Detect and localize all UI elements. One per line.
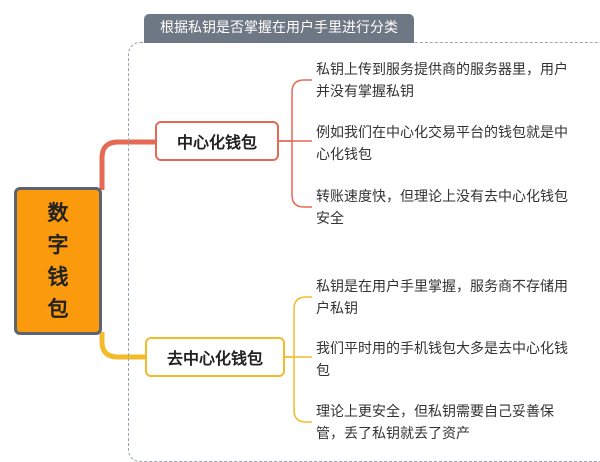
connector-root-to-decentralized bbox=[99, 332, 145, 360]
root-node-digital-wallet[interactable]: 数字钱包 bbox=[14, 187, 102, 335]
connector-lines bbox=[99, 79, 312, 423]
connector-centralized-to-leaf-3 bbox=[291, 141, 312, 208]
classification-group-frame bbox=[128, 42, 600, 462]
connector-decentralized-to-leaf-3 bbox=[293, 357, 312, 423]
leaf-centralized-3[interactable]: 转账速度快，但理论上没有去中心化钱包安全 bbox=[316, 189, 568, 227]
leaf-decentralized-2[interactable]: 我们平时用的手机钱包大多是去中心化钱包 bbox=[316, 341, 568, 379]
root-node-label: 数字钱包 bbox=[47, 201, 69, 321]
connector-root-to-centralized bbox=[99, 139, 155, 190]
leaf-decentralized-3[interactable]: 理论上更安全，但私钥需要自己妥善保管，丢了私钥就丢了资产 bbox=[316, 404, 554, 442]
leaf-decentralized-1[interactable]: 私钥是在用户手里掌握，服务商不存储用户私钥 bbox=[316, 279, 568, 317]
leaf-centralized-2[interactable]: 例如我们在中心化交易平台的钱包就是中心化钱包 bbox=[316, 125, 568, 163]
leaf-centralized-1[interactable]: 私钥上传到服务提供商的服务器里，用户并没有掌握私钥 bbox=[316, 62, 568, 100]
classification-group-title: 根据私钥是否掌握在用户手里进行分类 bbox=[144, 14, 414, 43]
branch-node-centralized-wallet[interactable]: 中心化钱包 bbox=[155, 121, 279, 161]
connector-centralized-to-leaf-1 bbox=[279, 79, 312, 142]
branch-node-decentralized-wallet[interactable]: 去中心化钱包 bbox=[145, 337, 285, 377]
connector-decentralized-to-leaf-1 bbox=[285, 296, 312, 358]
